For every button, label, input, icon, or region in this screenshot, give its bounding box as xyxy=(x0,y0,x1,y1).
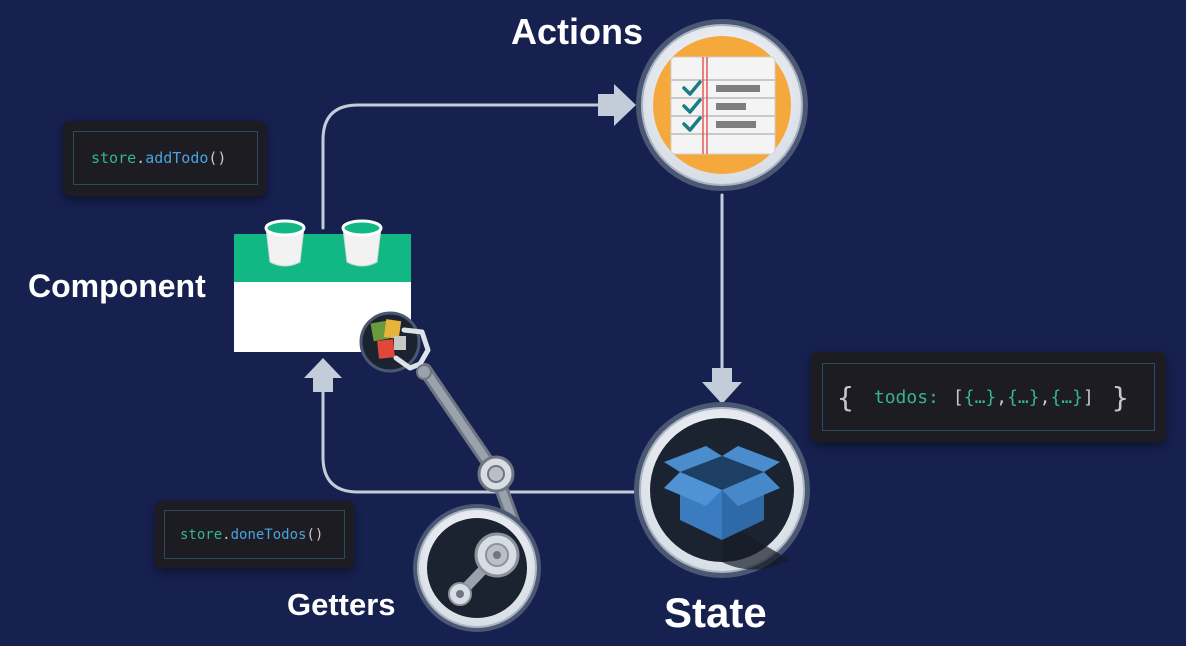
code-object: store xyxy=(180,526,223,543)
code-parens: () xyxy=(208,149,227,167)
actions-label: Actions xyxy=(511,11,644,52)
code-close-bracket: ] xyxy=(1082,386,1094,408)
state-object-code: { todos: [{…},{…},{…}] } xyxy=(822,363,1155,431)
code-close-brace: } xyxy=(1111,380,1129,414)
state-label: State xyxy=(664,589,767,636)
state-node xyxy=(634,402,810,578)
checklist-icon xyxy=(670,56,776,155)
code-dot: . xyxy=(136,149,146,167)
component-to-actions-line xyxy=(321,103,602,230)
code-key: todos: xyxy=(873,386,939,408)
arrow-up-icon xyxy=(304,358,342,392)
getters-label: Getters xyxy=(287,587,396,622)
code-item: {…} xyxy=(1007,386,1040,408)
code-dot: . xyxy=(222,526,231,543)
arrow-down-icon xyxy=(702,368,742,404)
add-todo-code: store.addTodo() xyxy=(73,131,258,185)
code-item: {…} xyxy=(1050,386,1083,408)
code-open-brace: { xyxy=(837,380,854,414)
open-box-icon xyxy=(664,446,780,540)
done-todos-code: store.doneTodos() xyxy=(164,510,345,559)
code-method: doneTodos xyxy=(230,526,307,543)
code-item: {…} xyxy=(963,386,997,408)
code-object: store xyxy=(91,149,137,167)
gear-pulley-icon xyxy=(448,532,520,606)
component-label: Component xyxy=(28,268,206,304)
state-object-code-box: { todos: [{…},{…},{…}] } xyxy=(811,352,1166,442)
actions-node xyxy=(636,19,808,191)
done-todos-code-box: store.doneTodos() xyxy=(155,501,354,568)
code-method: addTodo xyxy=(145,149,209,167)
connectors xyxy=(321,103,724,494)
getters-node xyxy=(413,363,541,632)
state-to-component-line xyxy=(321,388,642,494)
arrow-right-icon xyxy=(598,84,636,126)
component-node xyxy=(234,219,411,352)
code-separator: , xyxy=(1039,386,1051,408)
add-todo-code-box: store.addTodo() xyxy=(63,121,266,196)
code-separator: , xyxy=(996,386,1008,408)
lego-brick-icon xyxy=(234,219,411,352)
robotic-claw-icon xyxy=(359,311,432,380)
code-parens: () xyxy=(306,526,324,543)
code-open-bracket: [ xyxy=(952,386,964,408)
